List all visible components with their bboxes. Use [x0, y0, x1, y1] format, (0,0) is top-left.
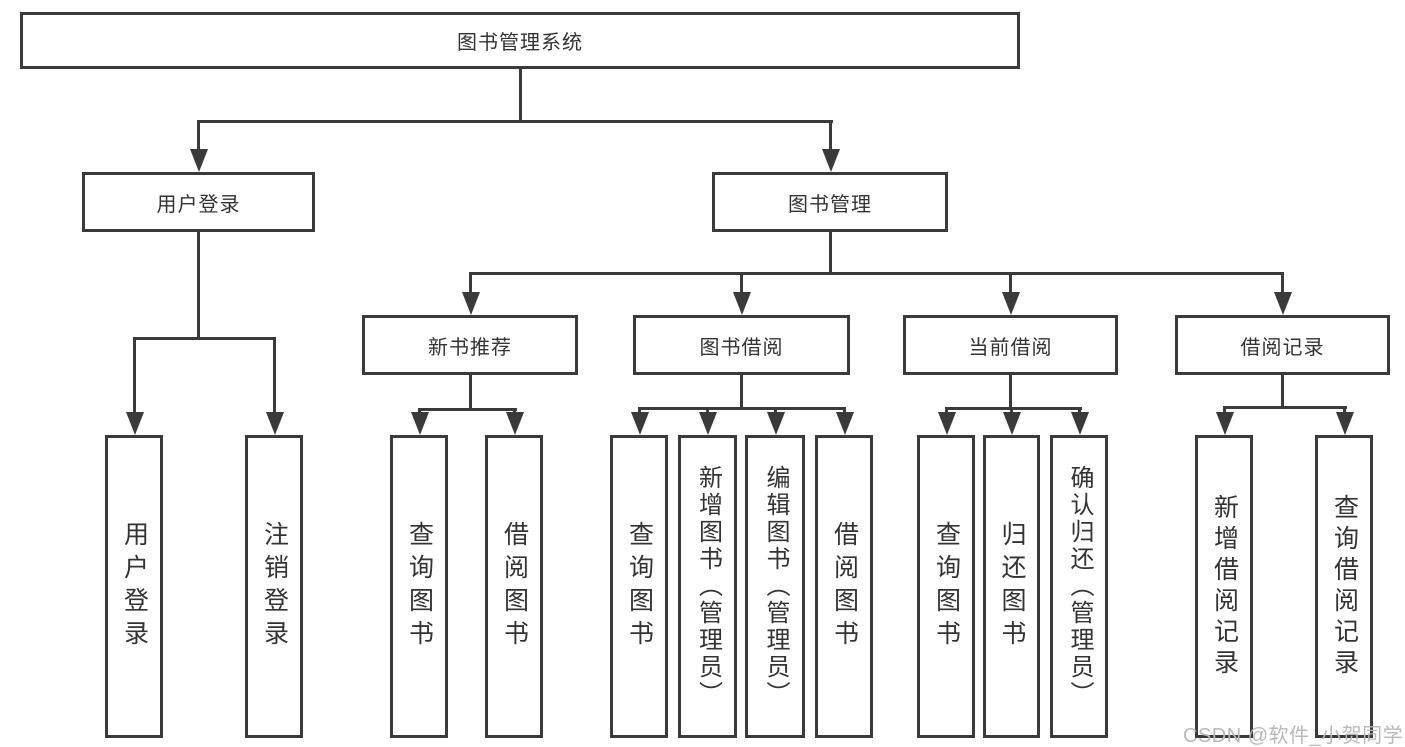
- node-label: 用户登录: [156, 193, 241, 216]
- connector-line: [638, 407, 641, 415]
- arrow-down-icon: [822, 149, 840, 172]
- connector-line: [740, 272, 743, 294]
- connector-line: [273, 337, 276, 414]
- arrow-down-icon: [1003, 412, 1021, 435]
- arrow-down-icon: [699, 412, 717, 435]
- connector-line: [706, 407, 709, 415]
- node-label: 新增借阅记录: [1210, 493, 1239, 680]
- connector-line: [1281, 272, 1284, 294]
- node-label: 查询图书: [405, 520, 434, 653]
- connector-line: [1223, 406, 1347, 409]
- arrow-down-icon: [631, 412, 649, 435]
- leaf-edit-book-admin: 编辑图书（管理员）: [745, 435, 805, 738]
- leaf-add-borrow-record: 新增借阅记录: [1195, 435, 1253, 738]
- node-book-borrowing: 图书借阅: [633, 315, 850, 375]
- node-label: 查询图书: [932, 520, 961, 653]
- arrow-down-icon: [733, 292, 751, 315]
- connector-line: [829, 120, 832, 153]
- connector-line: [1223, 406, 1226, 415]
- connector-line: [133, 337, 136, 414]
- connector-line: [774, 407, 777, 415]
- leaf-add-book-admin: 新增图书（管理员）: [678, 435, 737, 738]
- node-current-borrowing: 当前借阅: [903, 315, 1118, 375]
- arrow-down-icon: [266, 412, 284, 435]
- leaf-return-book: 归还图书: [983, 435, 1040, 738]
- connector-line: [133, 337, 276, 340]
- node-label: 新增图书（管理员）: [694, 465, 722, 708]
- connector-line: [197, 120, 833, 123]
- node-label: 查询借阅记录: [1330, 493, 1359, 680]
- arrow-down-icon: [1336, 412, 1354, 435]
- connector-line: [197, 120, 200, 153]
- node-label: 确认归还（管理员）: [1066, 465, 1093, 708]
- leaf-borrow-books-recommend: 借阅图书: [485, 435, 543, 738]
- arrow-down-icon: [836, 412, 854, 435]
- connector-line: [1010, 407, 1013, 415]
- connector-line: [1343, 406, 1346, 415]
- connector-line: [197, 232, 200, 337]
- node-new-book-recommend: 新书推荐: [362, 315, 578, 375]
- connector-line: [469, 375, 472, 408]
- leaf-user-login: 用户登录: [105, 435, 163, 738]
- connector-line: [519, 68, 522, 121]
- node-label: 用户登录: [120, 520, 149, 653]
- connector-line: [740, 375, 743, 407]
- node-book-management: 图书管理: [712, 172, 948, 232]
- node-label: 查询图书: [625, 520, 654, 653]
- csdn-watermark: CSDN @软件_小贺同学: [1183, 725, 1404, 747]
- node-label: 编辑图书（管理员）: [762, 465, 789, 708]
- leaf-borrow-books: 借阅图书: [815, 435, 873, 738]
- node-borrowing-records: 借阅记录: [1175, 315, 1390, 375]
- node-library-management-system: 图书管理系统: [20, 12, 1020, 69]
- node-label: 注销登录: [260, 520, 289, 653]
- node-label: 图书借阅: [699, 336, 784, 359]
- arrow-down-icon: [506, 412, 524, 435]
- node-label: 当前借阅: [968, 336, 1053, 359]
- leaf-logout: 注销登录: [245, 435, 303, 738]
- connector-line: [1281, 375, 1284, 406]
- connector-line: [945, 407, 1082, 410]
- arrow-down-icon: [1002, 292, 1020, 315]
- arrow-down-icon: [1216, 412, 1234, 435]
- connector-line: [1009, 272, 1012, 294]
- arrow-down-icon: [126, 412, 144, 435]
- connector-line: [1078, 407, 1081, 415]
- arrow-down-icon: [1274, 292, 1292, 315]
- leaf-query-borrow-record: 查询借阅记录: [1315, 435, 1373, 738]
- connector-line: [1009, 375, 1012, 407]
- arrow-down-icon: [1071, 412, 1089, 435]
- node-label: 图书管理系统: [457, 32, 583, 54]
- leaf-query-books-current: 查询图书: [917, 435, 975, 738]
- node-user-login: 用户登录: [82, 172, 315, 232]
- node-label: 借阅图书: [830, 520, 859, 653]
- connector-line: [945, 407, 948, 415]
- node-label: 新书推荐: [428, 336, 512, 359]
- node-label: 借阅记录: [1240, 336, 1325, 359]
- node-label: 借阅图书: [500, 520, 529, 653]
- arrow-down-icon: [938, 412, 956, 435]
- arrow-down-icon: [767, 412, 785, 435]
- connector-line: [418, 408, 517, 411]
- node-label: 归还图书: [998, 520, 1026, 653]
- connector-line: [843, 407, 846, 415]
- arrow-down-icon: [190, 149, 208, 172]
- connector-line: [829, 232, 832, 272]
- leaf-confirm-return-admin: 确认归还（管理员）: [1050, 435, 1108, 738]
- connector-line: [638, 407, 846, 410]
- arrow-down-icon: [462, 292, 480, 315]
- connector-line: [469, 272, 1284, 275]
- node-label: 图书管理: [788, 193, 872, 216]
- leaf-query-books-recommend: 查询图书: [390, 435, 448, 738]
- arrow-down-icon: [411, 412, 429, 435]
- connector-line: [469, 272, 472, 294]
- leaf-query-books-borrow: 查询图书: [610, 435, 668, 738]
